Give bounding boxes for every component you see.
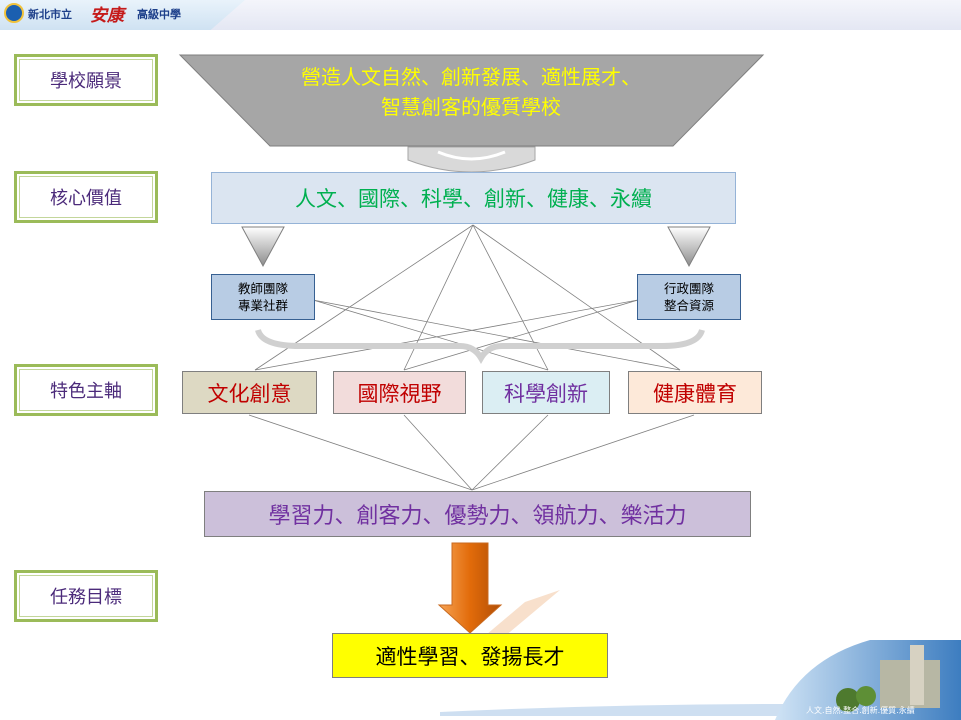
vision-trapezoid xyxy=(178,54,765,147)
admin-team-line-1: 行政團隊 xyxy=(663,281,714,296)
teacher-team-box: 教師團隊 專業社群 xyxy=(211,274,315,320)
vision-statement: 營造人文自然、創新發展、適性展才、 智慧創客的優質學校 xyxy=(180,62,762,122)
label-vision: 學校願景 xyxy=(14,54,158,106)
teacher-team-line-1: 教師團隊 xyxy=(237,281,288,296)
goals-box: 學習力、創客力、優勢力、領航力、樂活力 xyxy=(204,491,751,537)
header-school-type: 高級中學 xyxy=(137,8,181,21)
curly-brace xyxy=(255,328,705,364)
label-mission-goals: 任務目標 xyxy=(14,570,158,622)
arrow-shadow xyxy=(480,590,560,642)
vision-line-2: 智慧創客的優質學校 xyxy=(381,95,561,119)
school-logo-icon xyxy=(4,3,24,23)
admin-team-line-2: 整合資源 xyxy=(663,298,714,313)
header-school-band xyxy=(0,0,245,30)
axis-box: 科學創新 xyxy=(482,371,610,414)
right-down-triangle xyxy=(667,226,711,268)
axis-box: 健康體育 xyxy=(628,371,762,414)
footer-caption: 人文.自然.整合.創新.優質.永續 xyxy=(806,706,915,715)
down-arrow-icon xyxy=(437,542,503,634)
label-feature-axis: 特色主軸 xyxy=(14,364,158,416)
header-school-name: 安康 xyxy=(90,6,124,26)
left-down-triangle xyxy=(241,226,285,268)
teacher-team-line-2: 專業社群 xyxy=(237,298,288,313)
axis-box: 文化創意 xyxy=(182,371,317,414)
admin-team-box: 行政團隊 整合資源 xyxy=(637,274,741,320)
header-city: 新北市立 xyxy=(28,8,72,21)
vision-line-1: 營造人文自然、創新發展、適性展才、 xyxy=(301,65,641,89)
axis-box: 國際視野 xyxy=(333,371,466,414)
final-goal-box: 適性學習、發揚長才 xyxy=(332,633,608,678)
core-values-box: 人文、國際、科學、創新、健康、永續 xyxy=(211,172,736,224)
label-core-values: 核心價值 xyxy=(14,171,158,223)
axis-to-goal-lines xyxy=(248,414,695,491)
